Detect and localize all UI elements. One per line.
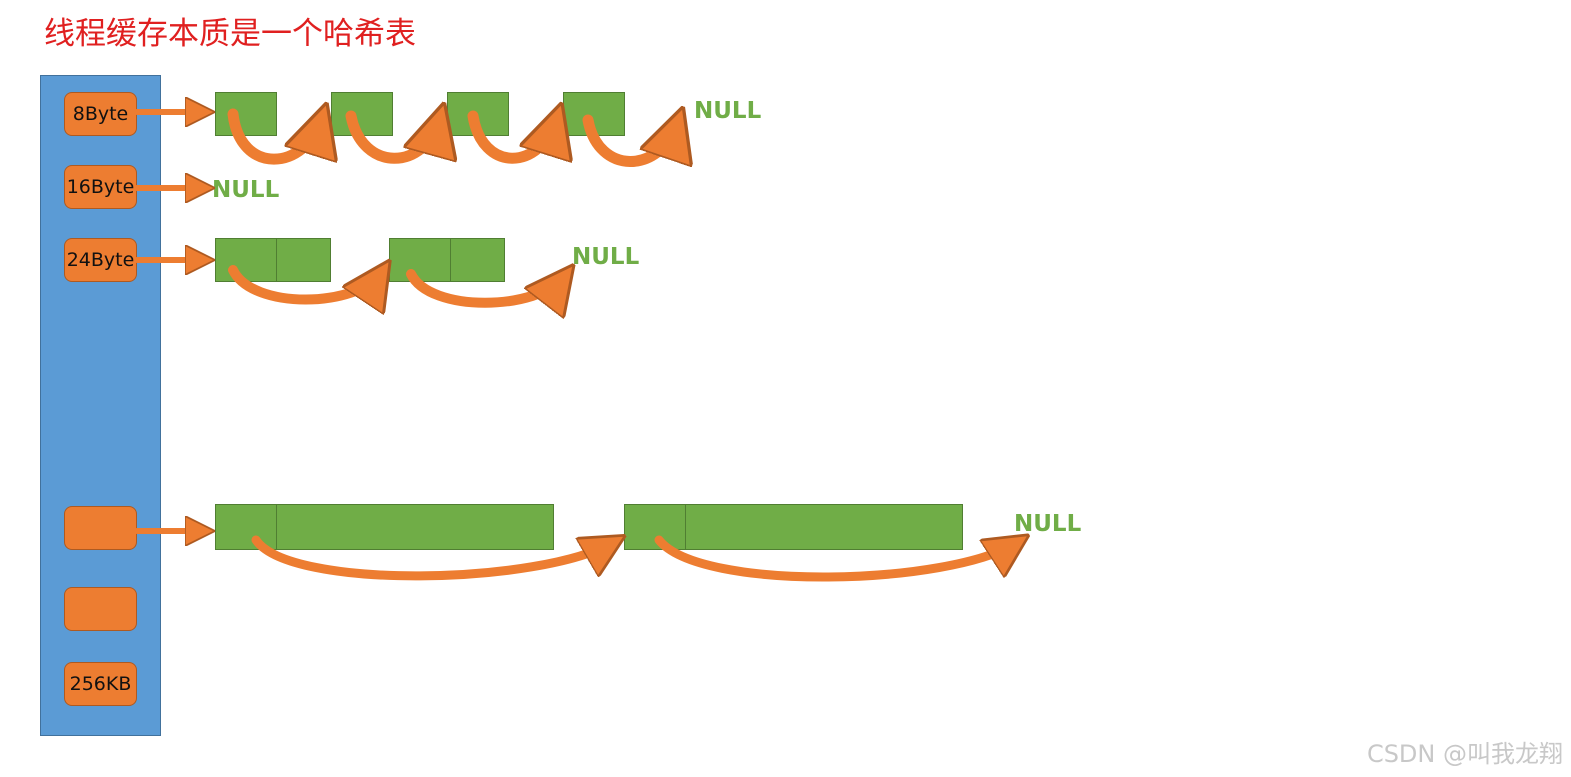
slot-16byte: 16Byte [64, 165, 137, 209]
next-pointer-arrow [251, 540, 614, 581]
slot-256kb: 256KB [64, 662, 137, 706]
null-label: NULL [572, 244, 640, 270]
slot-unlabeled-2 [64, 587, 137, 631]
null-label: NULL [694, 98, 762, 124]
memory-block [331, 92, 393, 136]
next-pointer-arrow [654, 540, 1018, 582]
next-pointer-arrow [228, 270, 382, 300]
memory-block [215, 238, 277, 282]
null-label: NULL [1014, 511, 1082, 537]
memory-block [215, 504, 277, 550]
slot-8byte: 8Byte [64, 92, 137, 136]
diagram-title: 线程缓存本质是一个哈希表 [44, 16, 416, 52]
watermark: CSDN @叫我龙翔 [1366, 740, 1563, 768]
memory-block-body [450, 238, 505, 282]
next-pointer-arrow [582, 120, 678, 162]
next-pointer-arrow [406, 274, 565, 303]
memory-block [624, 504, 686, 550]
next-pointer-arrow [467, 116, 557, 164]
slot-unlabeled-1 [64, 506, 137, 550]
memory-block-body [276, 238, 331, 282]
next-pointer-arrow [345, 116, 440, 164]
next-pointer-arrow [227, 114, 322, 165]
memory-block-body [276, 504, 554, 550]
memory-block [389, 238, 451, 282]
memory-block-body [685, 504, 963, 550]
memory-block [215, 92, 277, 136]
null-label: NULL [212, 177, 280, 203]
